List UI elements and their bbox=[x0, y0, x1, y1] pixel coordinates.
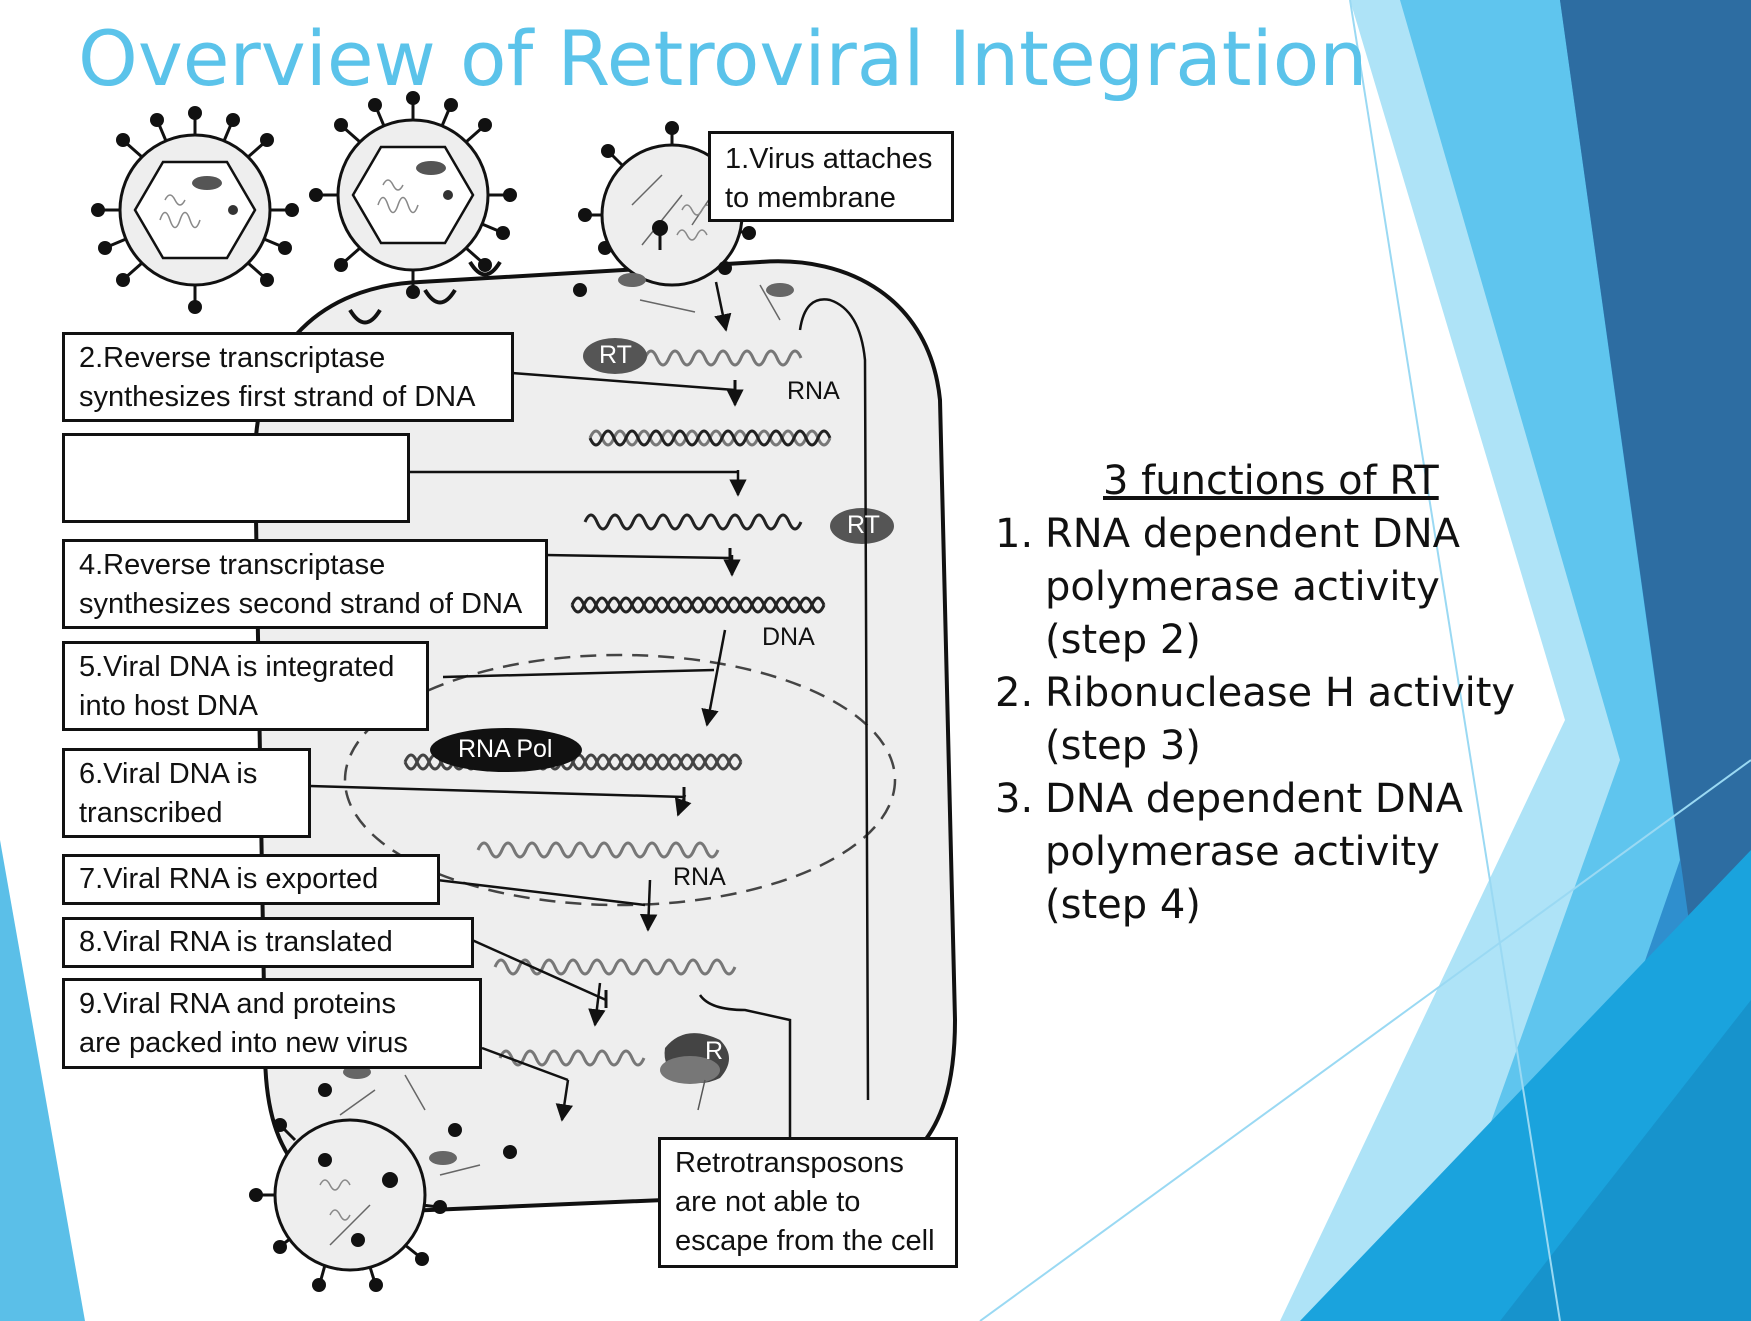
enzymes bbox=[430, 338, 894, 1084]
step-6-box: 6.Viral DNA is transcribed bbox=[62, 748, 311, 838]
retro-line-3: escape from the cell bbox=[675, 1225, 935, 1257]
rt-function-3-line-1: DNA dependent DNA bbox=[1045, 776, 1463, 822]
rt-function-3-num: 3. bbox=[995, 776, 1034, 822]
step-5-line-2: into host DNA bbox=[79, 690, 258, 722]
rt-function-1-line-3: (step 2) bbox=[1045, 617, 1201, 663]
dna-label: DNA bbox=[762, 623, 815, 651]
rt-function-1: 1. RNA dependent DNA polymerase activity… bbox=[995, 508, 1515, 667]
rt-function-1-num: 1. bbox=[995, 511, 1034, 557]
retro-line-2: are not able to bbox=[675, 1186, 861, 1218]
rna-pol-enzyme bbox=[430, 728, 582, 772]
hybrid-strand bbox=[588, 429, 832, 447]
dna-single-strand bbox=[583, 513, 803, 531]
step-7-line-1: 7.Viral RNA is exported bbox=[79, 863, 379, 895]
step-3-box-blank bbox=[62, 433, 410, 523]
step-8-line-1: 8.Viral RNA is translated bbox=[79, 926, 393, 958]
step-4-line-1: 4.Reverse transcriptase bbox=[79, 549, 386, 581]
step-7-box: 7.Viral RNA is exported bbox=[62, 854, 440, 905]
rt-function-2-line-2: (step 3) bbox=[1045, 723, 1201, 769]
retrotransposons-box: Retrotransposons are not able to escape … bbox=[658, 1137, 958, 1268]
rt-function-3-line-2: polymerase activity bbox=[1045, 829, 1440, 875]
step-2-line-2: synthesizes first strand of DNA bbox=[79, 381, 476, 413]
rna-strand-nucleus bbox=[476, 841, 720, 859]
step-1-line-2: to membrane bbox=[725, 182, 896, 214]
connectors bbox=[309, 281, 870, 1140]
rt-function-3-line-3: (step 4) bbox=[1045, 882, 1201, 928]
dna-double-strand bbox=[570, 596, 826, 614]
rt-function-2-num: 2. bbox=[995, 670, 1034, 716]
rna-strand-cytoplasm bbox=[493, 958, 737, 976]
step-5-box: 5.Viral DNA is integrated into host DNA bbox=[62, 641, 429, 731]
step-6-line-1: 6.Viral DNA is bbox=[79, 758, 258, 790]
step-2-line-1: 2.Reverse transcriptase bbox=[79, 342, 386, 374]
step-2-box: 2.Reverse transcriptase synthesizes firs… bbox=[62, 332, 514, 422]
rna-label-mid: RNA bbox=[673, 863, 726, 891]
rt-function-2: 2. Ribonuclease H activity (step 3) bbox=[995, 667, 1515, 773]
slide-title: Overview of Retroviral Integration bbox=[78, 14, 1368, 103]
rt-enzyme-2 bbox=[830, 508, 894, 544]
step-1-box: 1.Virus attaches to membrane bbox=[708, 131, 954, 222]
virus-free-2 bbox=[309, 91, 517, 299]
step-8-box: 8.Viral RNA is translated bbox=[62, 917, 474, 968]
ribosome-label: R bbox=[705, 1037, 724, 1065]
rt-label-2: RT bbox=[847, 511, 880, 539]
rt-functions-heading: 3 functions of RT bbox=[1103, 458, 1439, 504]
rt-label-1: RT bbox=[599, 341, 632, 369]
virus-budding bbox=[249, 1118, 447, 1292]
rt-function-3: 3. DNA dependent DNA polymerase activity… bbox=[995, 773, 1515, 932]
step-1-line-1: 1.Virus attaches bbox=[725, 143, 933, 175]
rt-functions-list: 3 functions of RT 1. RNA dependent DNA p… bbox=[995, 455, 1515, 932]
virus-attaching bbox=[578, 121, 756, 287]
step-9-line-2: are packed into new virus bbox=[79, 1027, 408, 1059]
rna-label-top: RNA bbox=[787, 377, 840, 405]
step-4-line-2: synthesizes second strand of DNA bbox=[79, 588, 523, 620]
rna-strand-top bbox=[643, 349, 803, 367]
rna-pol-label: RNA Pol bbox=[458, 735, 553, 763]
virus-particles bbox=[91, 91, 794, 1292]
rt-enzyme-1 bbox=[583, 338, 647, 374]
virus-free-1 bbox=[91, 106, 299, 314]
step-5-line-1: 5.Viral DNA is integrated bbox=[79, 651, 395, 683]
step-6-line-2: transcribed bbox=[79, 797, 223, 829]
rt-function-1-line-2: polymerase activity bbox=[1045, 564, 1440, 610]
rt-function-2-line-1: Ribonuclease H activity bbox=[1045, 670, 1516, 716]
step-4-box: 4.Reverse transcriptase synthesizes seco… bbox=[62, 539, 548, 629]
step-9-line-1: 9.Viral RNA and proteins bbox=[79, 988, 397, 1020]
step-9-box: 9.Viral RNA and proteins are packed into… bbox=[62, 978, 482, 1069]
retro-line-1: Retrotransposons bbox=[675, 1147, 904, 1179]
rna-strand-ribosome bbox=[498, 1049, 646, 1067]
rt-function-1-line-1: RNA dependent DNA bbox=[1045, 511, 1460, 557]
